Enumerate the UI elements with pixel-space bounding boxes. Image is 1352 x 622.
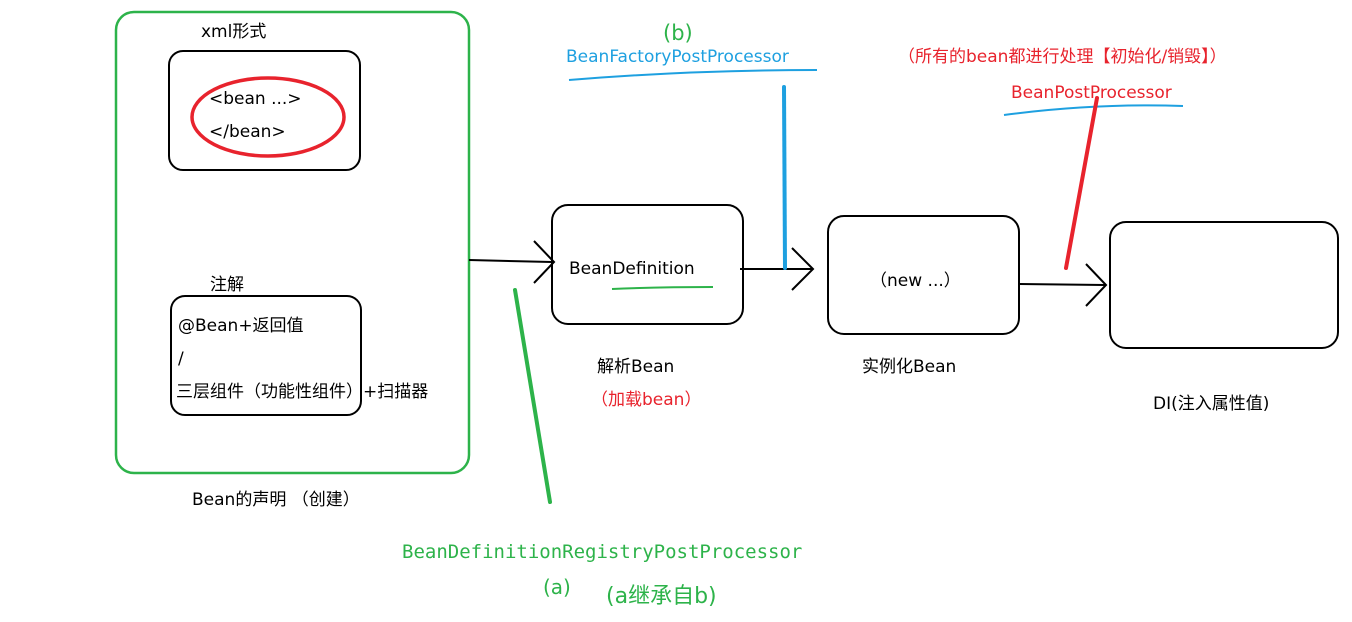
registry-post-processor-name: BeanDefinitionRegistryPostProcessor bbox=[402, 541, 802, 563]
annotation-bean-return: @Bean+返回值 bbox=[178, 316, 304, 336]
registry-post-processor-pointer bbox=[513, 288, 552, 504]
bean-definition-box bbox=[551, 204, 744, 325]
annotation-separator: / bbox=[178, 349, 184, 369]
factory-post-processor-tag: (b) bbox=[663, 21, 693, 45]
load-bean-caption: （加载bean） bbox=[591, 390, 701, 410]
arrowhead-di bbox=[1085, 263, 1108, 307]
registry-post-processor-tag: (a) bbox=[543, 575, 571, 599]
annotation-three-layer-components: 三层组件（功能性组件）+扫描器 bbox=[176, 382, 428, 402]
parse-bean-caption: 解析Bean bbox=[597, 357, 674, 377]
new-instance-label: （new ...） bbox=[870, 271, 961, 291]
arrow-instantiation-to-di bbox=[1018, 283, 1106, 286]
xml-form-title: xml形式 bbox=[201, 22, 266, 42]
factory-post-processor-underline bbox=[568, 69, 818, 81]
instantiation-box bbox=[827, 215, 1020, 335]
xml-bean-open-tag: <bean ...> bbox=[209, 89, 302, 109]
dependency-injection-caption: DI(注入属性值) bbox=[1153, 394, 1269, 414]
annotation-config-box bbox=[170, 295, 362, 416]
annotation-title: 注解 bbox=[210, 275, 244, 295]
arrow-declaration-to-definition bbox=[468, 259, 553, 263]
declaration-caption: Bean的声明 （创建） bbox=[192, 490, 360, 510]
xml-bean-close-tag: </bean> bbox=[209, 122, 286, 142]
bean-definition-label: BeanDefinition bbox=[569, 259, 695, 279]
bean-post-processor-pointer bbox=[1064, 96, 1099, 270]
xml-bean-highlight-circle bbox=[190, 76, 346, 158]
inheritance-relation-note: (a继承自b) bbox=[606, 584, 717, 609]
bean-post-processor-name: BeanPostProcessor bbox=[1011, 83, 1172, 103]
instantiate-bean-caption: 实例化Bean bbox=[862, 357, 956, 377]
arrowhead-definition bbox=[533, 240, 556, 284]
bean-post-processor-note: （所有的bean都进行处理【初始化/销毁】） bbox=[898, 47, 1227, 67]
dependency-injection-box bbox=[1109, 221, 1339, 349]
factory-post-processor-pointer bbox=[782, 85, 787, 270]
arrowhead-instantiation bbox=[791, 247, 815, 291]
declaration-group-box bbox=[114, 10, 471, 475]
xml-config-box bbox=[168, 50, 361, 171]
bean-definition-underline bbox=[611, 286, 714, 290]
factory-post-processor-name: BeanFactoryPostProcessor bbox=[566, 47, 789, 67]
